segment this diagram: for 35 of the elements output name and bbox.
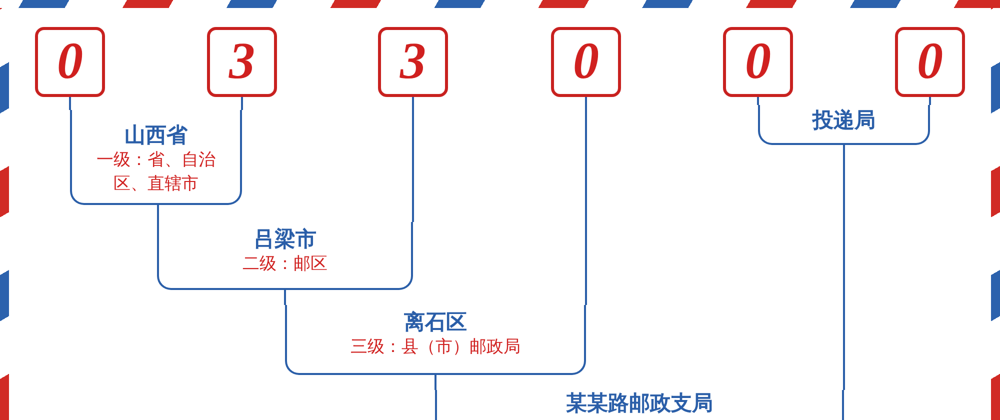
bracket-box: [285, 305, 586, 375]
level-note: 二级：邮区: [242, 253, 328, 276]
connector-line: [843, 145, 845, 390]
bracket-box: [435, 390, 844, 420]
bracket-box: [70, 110, 242, 205]
code-digit: [895, 27, 965, 97]
code-digit: [207, 27, 277, 97]
bracket-box: [758, 105, 930, 145]
code-digit: [35, 27, 105, 97]
digit-text: 0: [917, 36, 943, 88]
connector-line: [241, 97, 243, 110]
level-note: 一级：省、自治区、直辖市: [96, 149, 216, 196]
bracket-box: [157, 222, 413, 290]
unit-name: 离石区: [404, 309, 467, 335]
code-digit: [551, 27, 621, 97]
connector-line: [585, 97, 587, 305]
digit-text: 0: [573, 36, 599, 88]
digit-text: 0: [57, 36, 83, 88]
digit-text: 3: [400, 36, 426, 88]
unit-name: 某某路邮政支局: [566, 390, 713, 416]
digit-text: 0: [745, 36, 771, 88]
code-digit: [723, 27, 793, 97]
digit-text: 3: [229, 36, 255, 88]
connector-line: [434, 375, 436, 390]
code-digit: [378, 27, 448, 97]
connector-line: [284, 290, 286, 305]
unit-name: 山西省: [124, 122, 188, 148]
unit-name: 投递局: [812, 107, 876, 133]
connector-line: [929, 97, 931, 105]
level-note: 三级：县（市）邮政局: [350, 336, 522, 359]
unit-name: 吕梁市: [254, 226, 316, 252]
connector-line: [69, 97, 71, 110]
connector-line: [157, 205, 159, 222]
connector-line: [757, 97, 759, 105]
connector-line: [412, 97, 414, 222]
